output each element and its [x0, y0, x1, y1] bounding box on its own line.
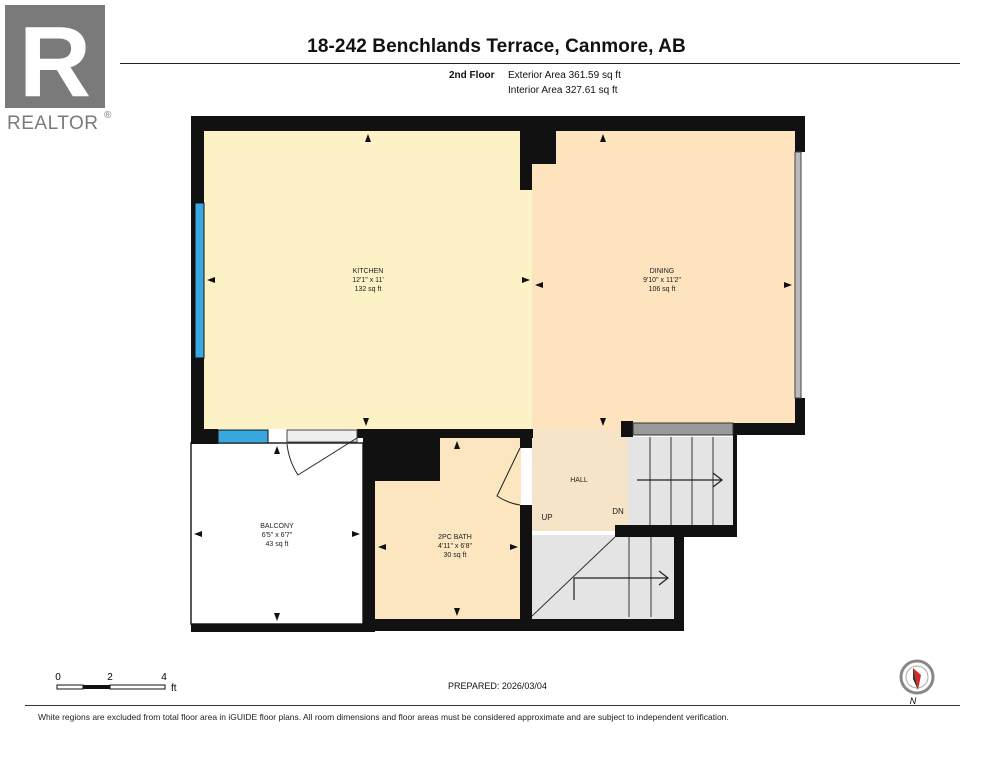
balcony-area: 43 sq ft: [266, 541, 289, 548]
compass: N: [899, 659, 935, 706]
balcony-floor: [190, 442, 364, 625]
dining-floor: [532, 131, 795, 429]
kitchen-dims: 12'1" x 11': [352, 277, 384, 284]
bath-dims: 4'11" x 6'8": [438, 543, 472, 550]
bath-door-swing: [496, 447, 521, 506]
hall-floor: [532, 429, 628, 531]
realtor-logo-block: [5, 5, 105, 108]
dining-area: 106 sq ft: [649, 286, 676, 293]
bath-area: 30 sq ft: [444, 552, 467, 559]
kitchen-window: [194, 202, 205, 359]
kitchen-area: 132 sq ft: [355, 286, 382, 293]
stair-treads-upper: [649, 437, 714, 525]
page-title: 18-242 Benchlands Terrace, Canmore, AB: [307, 36, 686, 57]
balcony-door-swing: [286, 437, 358, 476]
exterior-area: Exterior Area 361.59 sq ft: [508, 70, 621, 81]
stair-up-label: UP: [541, 513, 552, 522]
balcony-label: BALCONY: [260, 523, 294, 530]
stair-arrow-lower: [573, 570, 669, 600]
disclaimer: White regions are excluded from total fl…: [38, 712, 729, 722]
balcony-dims: 6'5" x 6'7": [262, 532, 293, 539]
kitchen-label: KITCHEN: [353, 268, 384, 275]
compass-north-label: N: [910, 696, 917, 706]
dimension-arrows: [194, 134, 792, 621]
bath-label: 2PC BATH: [438, 534, 472, 541]
dining-dims: 9'10" x 11'2": [643, 277, 681, 284]
scale-unit: ft: [171, 683, 177, 694]
dining-label: DINING: [650, 268, 675, 275]
realtor-logo: R REALTOR ®: [5, 5, 112, 134]
balcony-door-slab: [286, 429, 358, 443]
scale-tick-2: 2: [107, 672, 113, 683]
stair-upper-area: [628, 437, 736, 527]
scale-tick-4: 4: [161, 672, 167, 683]
stair-treads-lower: [530, 536, 652, 618]
balcony-window: [217, 429, 269, 444]
scale-tick-0: 0: [55, 672, 61, 683]
stair-arrow-upper: [637, 472, 723, 488]
realtor-wordmark: REALTOR: [7, 113, 99, 134]
scale-bar: 0 2 4 ft: [55, 672, 177, 694]
title-divider: [120, 63, 960, 64]
prepared-date: PREPARED: 2026/03/04: [448, 681, 547, 691]
interior-area: Interior Area 327.61 sq ft: [508, 85, 618, 96]
hall-label: HALL: [570, 477, 588, 484]
stair-railing: [632, 422, 734, 436]
walls: [191, 116, 805, 632]
stair-down-label: DN: [612, 507, 624, 516]
footer-divider: [25, 705, 960, 706]
compass-needle-icon: [913, 668, 921, 690]
door-swings: [286, 437, 521, 506]
windows: [194, 151, 802, 444]
realtor-logo-letter: R: [19, 6, 91, 118]
kitchen-floor: [204, 131, 532, 429]
dining-window: [794, 151, 802, 399]
registered-mark: ®: [104, 110, 112, 121]
floor-label: 2nd Floor: [449, 70, 495, 81]
stair-lower-area: [531, 535, 676, 619]
